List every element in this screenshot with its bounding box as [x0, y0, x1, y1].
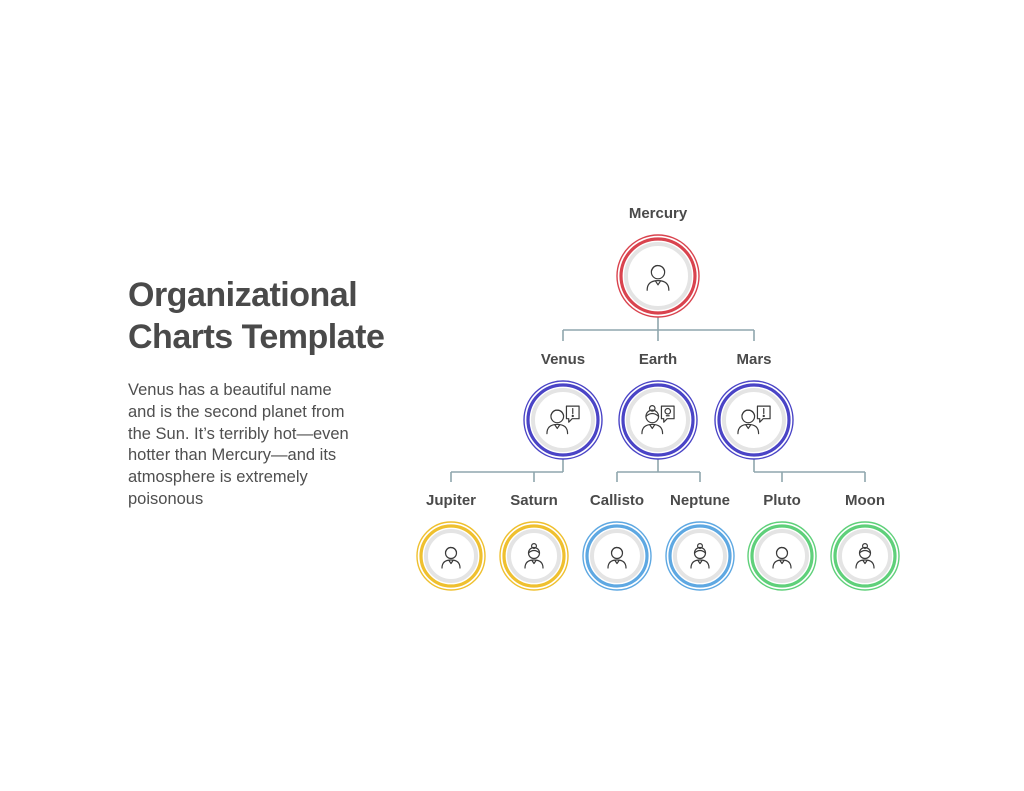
- node-mars: [714, 380, 794, 460]
- org-nodes: [416, 234, 900, 591]
- description-line: atmosphere is extremely: [128, 468, 308, 487]
- man-icon: [772, 546, 792, 569]
- node-mercury: [616, 234, 700, 318]
- node-label-mercury: Mercury: [628, 205, 688, 222]
- woman-icon: [855, 542, 875, 569]
- node-label-moon: Moon: [845, 492, 885, 509]
- node-venus: [523, 380, 603, 460]
- description-line: hotter than Mercury—and its: [128, 446, 337, 465]
- node-label-neptune: Neptune: [670, 492, 730, 509]
- description-line: Venus has a beautiful name: [128, 381, 332, 399]
- description-line: poisonous: [128, 489, 204, 508]
- man-icon: [607, 546, 627, 569]
- node-label-venus: Venus: [540, 351, 586, 368]
- connector-line: [562, 317, 755, 341]
- node-callisto: [582, 521, 652, 591]
- node-label-earth: Earth: [638, 351, 678, 368]
- node-neptune: [665, 521, 735, 591]
- node-pluto: [747, 521, 817, 591]
- node-earth: [618, 380, 698, 460]
- node-jupiter: [416, 521, 486, 591]
- description-line: and is the second planet from: [128, 402, 345, 421]
- woman-icon: [690, 542, 710, 569]
- connector-line: [450, 459, 564, 482]
- node-label-saturn: Saturn: [510, 492, 558, 509]
- title-line-2: Charts Template: [128, 318, 385, 356]
- man-alert-icon: [737, 405, 771, 435]
- description: Venus has a beautiful name and is the se…: [128, 380, 378, 511]
- node-label-pluto: Pluto: [763, 492, 801, 509]
- title-line-1: Organizational: [128, 276, 358, 314]
- node-label-mars: Mars: [736, 351, 772, 368]
- man-alert-icon: [546, 405, 580, 435]
- connector-line: [616, 459, 701, 482]
- connector-lines: [450, 317, 866, 482]
- man-icon: [441, 546, 461, 569]
- node-saturn: [499, 521, 569, 591]
- woman-icon: [524, 542, 544, 569]
- man-icon: [646, 264, 670, 291]
- description-line: the Sun. It’s terribly hot—even: [128, 424, 349, 443]
- node-label-jupiter: Jupiter: [425, 492, 477, 509]
- node-moon: [830, 521, 900, 591]
- node-label-callisto: Callisto: [589, 492, 645, 509]
- woman-idea-icon: [641, 405, 675, 435]
- page-title: Organizational Charts Template: [128, 274, 388, 358]
- connector-line: [753, 459, 866, 482]
